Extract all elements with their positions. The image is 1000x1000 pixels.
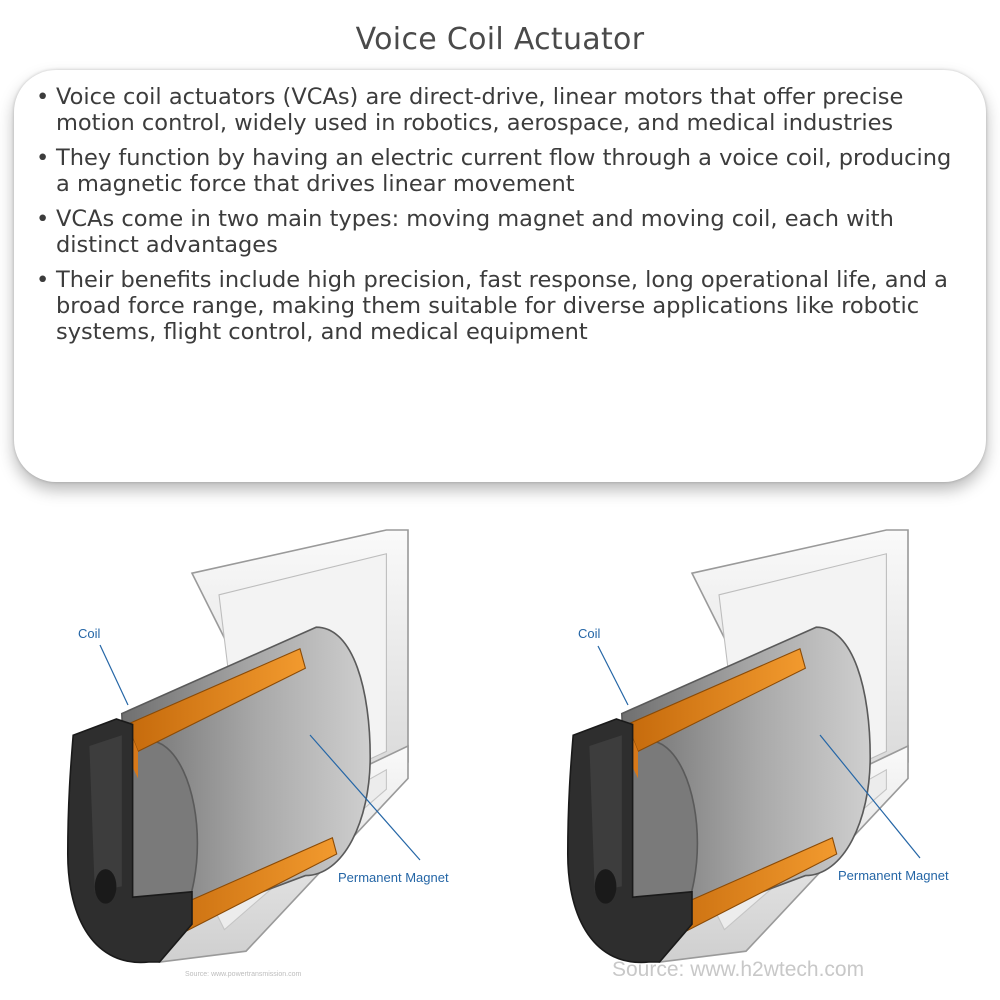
bullet-item: •Their benefits include high precision, … bbox=[36, 267, 966, 345]
bullet-text: They function by having an electric curr… bbox=[56, 145, 952, 197]
bullet-glyph: • bbox=[36, 206, 50, 232]
bullet-glyph: • bbox=[36, 267, 50, 293]
summary-card bbox=[14, 70, 986, 482]
magnet-leader-line bbox=[309, 734, 421, 861]
actuator-right bbox=[566, 529, 909, 964]
actuator-left bbox=[66, 529, 409, 964]
coil-label: Coil bbox=[78, 626, 101, 641]
bullet-list: •Voice coil actuators (VCAs) are direct-… bbox=[36, 84, 966, 354]
magnet-leader-line bbox=[819, 734, 921, 859]
source-credit: Source: www.h2wtech.com bbox=[612, 958, 864, 981]
voice-coil-diagram: Coil Permanent Magnet Source: www.powert… bbox=[66, 529, 949, 981]
bullet-item: •Voice coil actuators (VCAs) are direct-… bbox=[36, 84, 966, 136]
bullet-text: VCAs come in two main types: moving magn… bbox=[56, 206, 894, 258]
magnet-label: Permanent Magnet bbox=[338, 870, 449, 885]
bullet-item: •They function by having an electric cur… bbox=[36, 145, 966, 197]
magnet-label: Permanent Magnet bbox=[838, 868, 949, 883]
coil-leader-line bbox=[99, 644, 129, 706]
bullet-glyph: • bbox=[36, 84, 50, 110]
bullet-text: Their benefits include high precision, f… bbox=[56, 267, 948, 345]
bullet-glyph: • bbox=[36, 145, 50, 171]
source-credit: Source: www.powertransmission.com bbox=[185, 971, 301, 978]
coil-leader-line bbox=[597, 645, 629, 706]
coil-label: Coil bbox=[578, 626, 601, 641]
bullet-text: Voice coil actuators (VCAs) are direct-d… bbox=[56, 84, 904, 136]
page-title: Voice Coil Actuator bbox=[355, 22, 645, 57]
bullet-item: •VCAs come in two main types: moving mag… bbox=[36, 206, 966, 258]
